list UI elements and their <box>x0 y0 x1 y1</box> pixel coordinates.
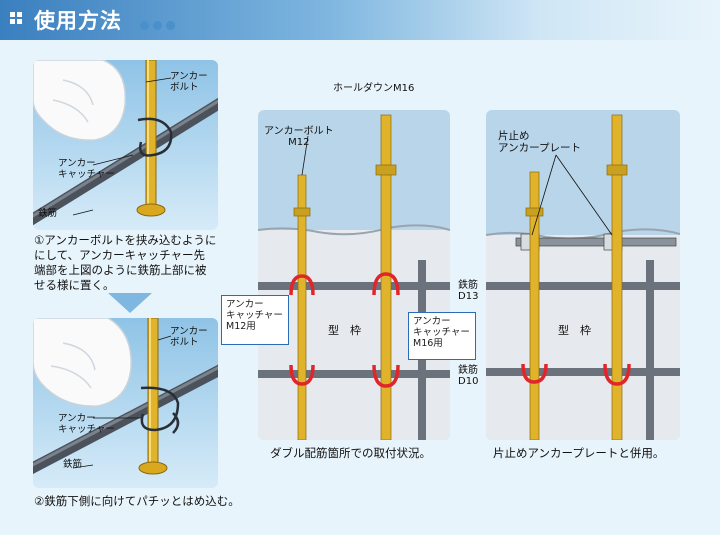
step1-rebar-label: 鉄筋 <box>38 208 58 219</box>
diagram1-box-m16: アンカー キャッチャー M16用 <box>408 312 476 360</box>
step2-bolt-label: アンカー ボルト <box>170 326 208 348</box>
diagram1-box-m12: アンカー キャッチャー M12用 <box>221 295 289 345</box>
diagram1-panel: アンカーボルト M12 型 枠 <box>258 110 450 440</box>
step2-photo: アンカー ボルト アンカー キャッチャー 鉄筋 <box>33 318 218 488</box>
header-bullet-icon <box>10 19 15 24</box>
step1-bolt-label: アンカー ボルト <box>170 71 208 93</box>
step2-illustration <box>33 318 218 475</box>
step2-rebar-label: 鉄筋 <box>63 459 83 470</box>
diagram1-bolt-label: アンカーボルト M12 <box>264 126 334 148</box>
diagram1-top-label: ホールダウンM16 <box>333 83 415 94</box>
diagram2-plate-label: 片止め アンカープレート <box>498 130 581 154</box>
diagram2-form-label: 型 枠 <box>558 324 591 337</box>
step1-illustration <box>33 60 218 226</box>
diagram1-caption: ダブル配筋箇所での取付状況。 <box>270 446 431 460</box>
header-bullet-icon <box>10 12 15 17</box>
step2-caption: ②鉄筋下側に向けてパチッとはめ込む。 <box>34 494 240 508</box>
diagram2-caption: 片止めアンカープレートと併用。 <box>493 446 665 460</box>
header-bullet-icon <box>17 19 22 24</box>
page-title: 使用方法 <box>34 9 122 33</box>
header-bullet-icon <box>17 12 22 17</box>
step1-catcher-label: アンカー キャッチャー <box>58 158 115 180</box>
diagram1-rebar-bottom-label: 鉄筋 D10 <box>458 365 479 387</box>
step1-photo: アンカー ボルト アンカー キャッチャー 鉄筋 <box>33 60 218 230</box>
step1-caption: ①アンカーボルトを挟み込むように にして、アンカーキャッチャー先 端部を上図のよ… <box>34 233 217 292</box>
diagram1-illustration <box>258 114 450 440</box>
down-arrow-icon <box>108 293 152 313</box>
diagram2-panel: 片止め アンカープレート 型 枠 <box>486 110 680 440</box>
section-header: 使用方法 <box>0 0 720 40</box>
diagram1-form-label: 型 枠 <box>328 324 361 337</box>
step2-catcher-label: アンカー キャッチャー <box>58 413 115 435</box>
diagram2-illustration <box>486 114 680 440</box>
diagram1-rebar-top-label: 鉄筋 D13 <box>458 280 479 302</box>
header-dots <box>140 15 179 34</box>
